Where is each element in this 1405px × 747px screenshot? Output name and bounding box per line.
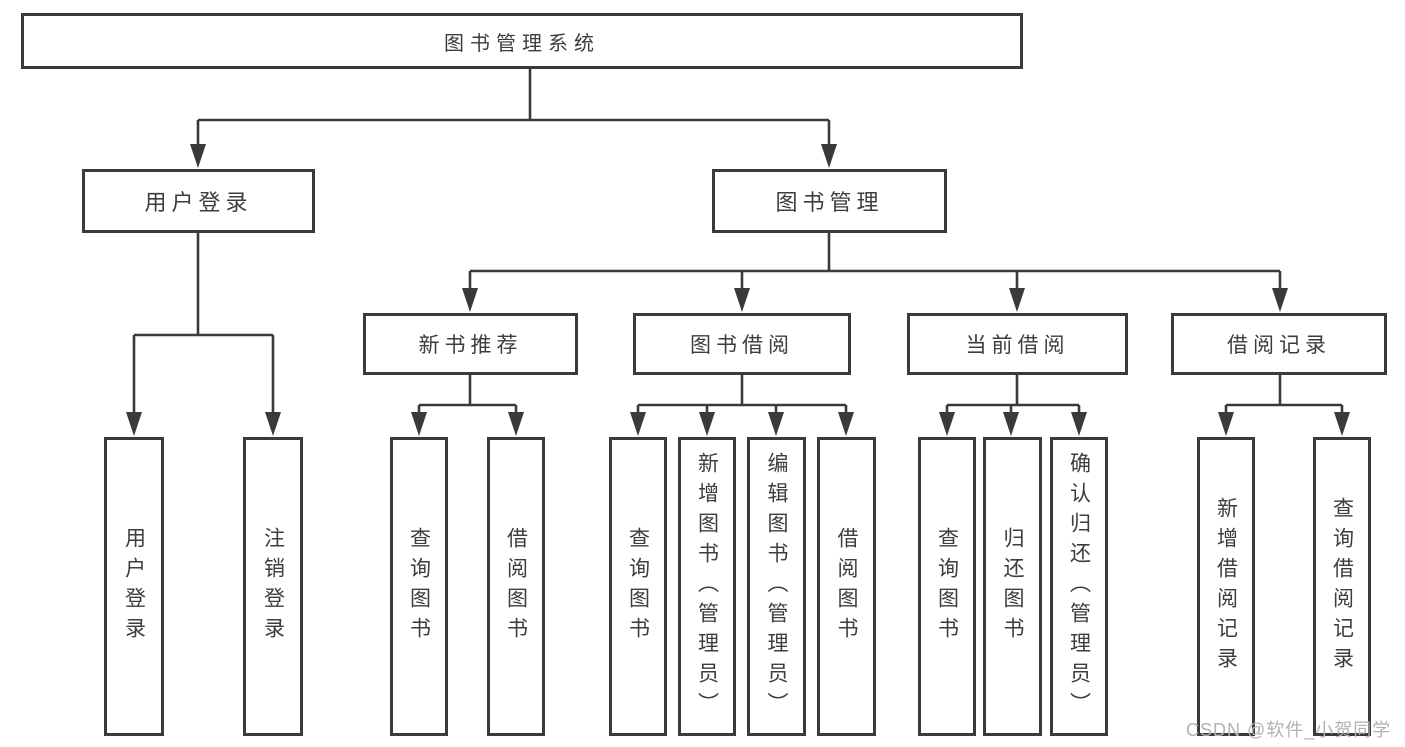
node-borrow-books-leaf: 借阅图书 xyxy=(817,437,876,736)
node-book-borrowing: 图书借阅 xyxy=(633,313,851,375)
node-query-books-current: 查询图书 xyxy=(918,437,976,736)
node-book-management: 图书管理 xyxy=(712,169,947,233)
connector-root-to-level2 xyxy=(196,69,831,146)
connector-new-book-to-leaves xyxy=(417,375,518,414)
node-label: 查询图书 xyxy=(935,526,959,647)
connector-book-management-to-level3 xyxy=(468,233,1282,290)
node-user-login: 用户登录 xyxy=(82,169,315,233)
node-user-login-leaf: 用户登录 xyxy=(104,437,164,736)
node-edit-books-admin: 编辑图书（管理员） xyxy=(747,437,806,736)
connector-borrow-record-to-leaves xyxy=(1224,375,1344,414)
watermark-text: CSDN @软件_小贺同学 xyxy=(1186,720,1392,740)
node-label: 归还图书 xyxy=(1001,526,1024,647)
node-confirm-return-admin: 确认归还（管理员） xyxy=(1050,437,1108,736)
node-label: 新增借阅记录 xyxy=(1214,496,1238,677)
node-label: 注销登录 xyxy=(261,526,285,647)
node-label: 确认归还（管理员） xyxy=(1067,451,1091,722)
connector-user-login-to-leaves xyxy=(132,233,275,414)
node-query-books-borrow: 查询图书 xyxy=(609,437,667,736)
connector-current-borrow-to-leaves xyxy=(945,375,1081,414)
node-label: 查询借阅记录 xyxy=(1330,496,1354,677)
node-new-book-recommendation: 新书推荐 xyxy=(363,313,578,375)
node-logout: 注销登录 xyxy=(243,437,303,736)
node-add-borrow-record: 新增借阅记录 xyxy=(1197,437,1255,736)
node-add-books-admin: 新增图书（管理员） xyxy=(678,437,736,736)
node-label: 查询图书 xyxy=(626,526,650,647)
node-library-management-system: 图书管理系统 xyxy=(21,13,1023,69)
node-label: 用户登录 xyxy=(122,526,146,647)
node-current-borrowing: 当前借阅 xyxy=(907,313,1128,375)
node-label: 新增图书（管理员） xyxy=(695,451,719,722)
node-label: 借阅图书 xyxy=(835,526,858,647)
node-query-books-recommend: 查询图书 xyxy=(390,437,448,736)
node-label: 借阅图书 xyxy=(504,526,528,647)
node-return-books: 归还图书 xyxy=(983,437,1042,736)
connector-book-borrow-to-leaves xyxy=(636,375,848,414)
node-query-borrow-record: 查询借阅记录 xyxy=(1313,437,1371,736)
node-label: 编辑图书（管理员） xyxy=(765,451,788,722)
node-label: 查询图书 xyxy=(407,526,431,647)
node-borrow-books-recommend: 借阅图书 xyxy=(487,437,545,736)
arrowheads xyxy=(126,144,1350,436)
node-borrowing-records: 借阅记录 xyxy=(1171,313,1387,375)
